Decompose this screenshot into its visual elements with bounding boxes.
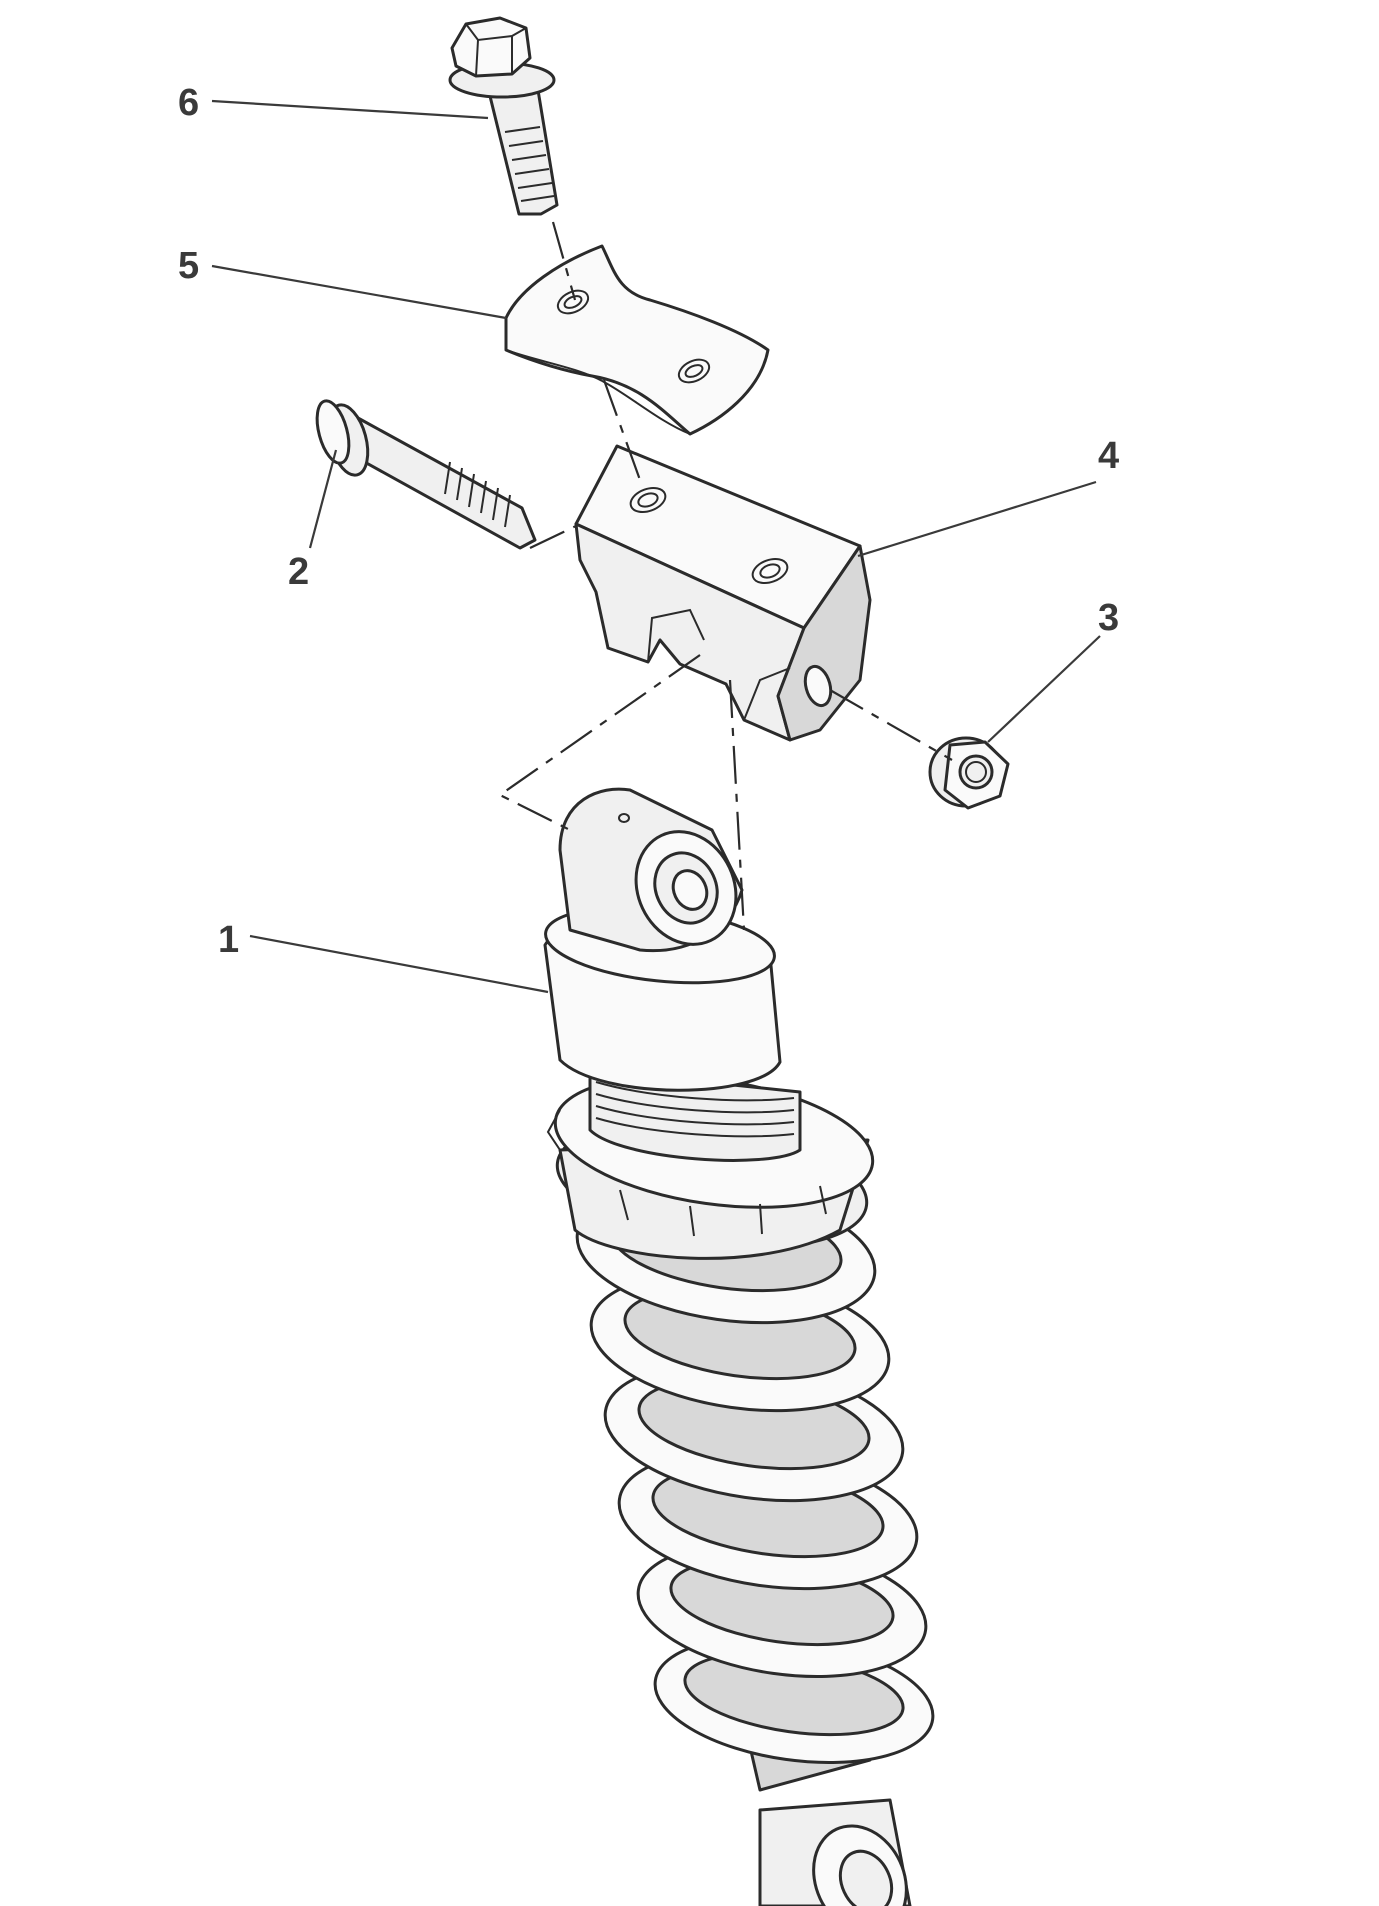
callout-2: 2 [288, 551, 309, 593]
callout-labels: 6 5 2 4 3 1 [178, 82, 1119, 961]
callout-6: 6 [178, 82, 199, 124]
assembly-lines [497, 221, 953, 931]
long-bolt-icon [315, 399, 537, 550]
plate-icon [504, 244, 770, 436]
callout-4: 4 [1098, 435, 1119, 477]
callout-5: 5 [178, 245, 199, 287]
leader-lines [211, 99, 1101, 994]
flange-bolt-icon [448, 16, 559, 216]
callout-3: 3 [1098, 597, 1119, 639]
shock-absorber-icon [543, 787, 935, 1906]
mounting-bracket-icon [574, 444, 872, 742]
callout-1: 1 [218, 919, 239, 961]
flange-nut-icon [928, 736, 1010, 810]
